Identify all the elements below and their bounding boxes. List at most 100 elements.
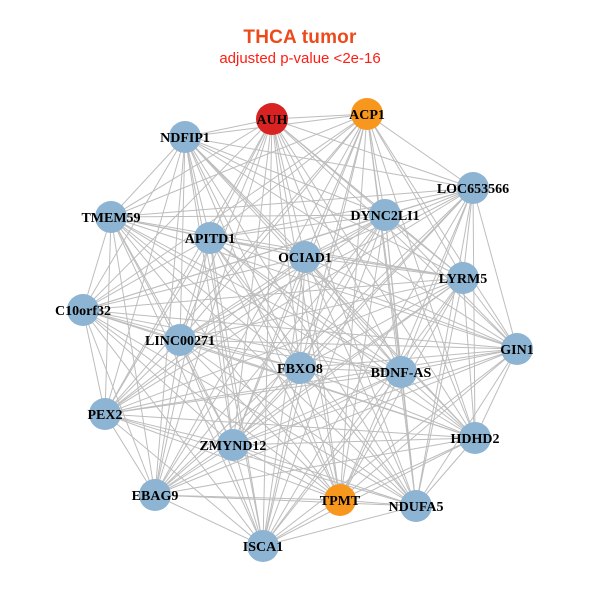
edge-TMEM59-EBAG9 xyxy=(110,216,156,496)
edge-LINC00271-GIN1 xyxy=(179,339,518,350)
node-FBXO8 xyxy=(284,352,316,384)
node-label-PEX2: PEX2 xyxy=(88,408,123,423)
edge-LOC653566-ZMYND12 xyxy=(232,187,474,446)
edge-TMEM59-HDHD2 xyxy=(110,216,476,439)
edge-GIN1-BDNF-AS xyxy=(400,348,518,373)
edge-BDNF-AS-ISCA1 xyxy=(262,371,402,547)
edge-ACP1-GIN1 xyxy=(366,113,518,350)
edge-LOC653566-TMEM59 xyxy=(110,187,474,218)
edge-APITD1-PEX2 xyxy=(104,237,211,415)
edge-ACP1-APITD1 xyxy=(209,113,368,239)
edge-ACP1-DYNC2LI1 xyxy=(366,113,386,216)
edge-FBXO8-NDUFA5 xyxy=(299,367,417,507)
edge-AUH-PEX2 xyxy=(104,118,273,415)
edge-ZMYND12-TPMT xyxy=(232,444,341,501)
edge-APITD1-GIN1 xyxy=(209,237,518,350)
edges xyxy=(82,113,518,547)
edge-ACP1-PEX2 xyxy=(104,113,368,415)
edge-OCIAD1-TPMT xyxy=(304,256,341,501)
edge-NDFIP1-LINC00271 xyxy=(179,136,186,341)
edge-GIN1-EBAG9 xyxy=(154,348,518,496)
edge-EBAG9-NDUFA5 xyxy=(154,494,417,507)
edge-ACP1-OCIAD1 xyxy=(304,113,368,258)
node-label-FBXO8: FBXO8 xyxy=(277,362,323,377)
edge-AUH-LINC00271 xyxy=(179,118,273,341)
edge-LOC653566-HDHD2 xyxy=(472,187,476,439)
edge-AUH-OCIAD1 xyxy=(271,118,306,258)
edge-NDFIP1-OCIAD1 xyxy=(184,136,306,258)
edge-NDFIP1-TMEM59 xyxy=(110,136,186,218)
edge-LINC00271-HDHD2 xyxy=(179,339,476,439)
edge-FBXO8-ISCA1 xyxy=(262,367,301,547)
edge-TMEM59-GIN1 xyxy=(110,216,518,350)
node-label-TPMT: TPMT xyxy=(320,494,361,509)
edge-GIN1-TPMT xyxy=(339,348,518,501)
edge-OCIAD1-GIN1 xyxy=(304,256,518,350)
edge-ZMYND12-ISCA1 xyxy=(232,444,264,547)
edge-OCIAD1-PEX2 xyxy=(104,256,306,415)
edge-LOC653566-APITD1 xyxy=(209,187,474,239)
edge-AUH-EBAG9 xyxy=(154,118,273,496)
edge-TMEM59-C10orf32 xyxy=(82,216,112,311)
edge-ACP1-FBXO8 xyxy=(299,113,368,369)
node-label-LINC00271: LINC00271 xyxy=(145,334,215,349)
edge-HDHD2-ISCA1 xyxy=(262,437,476,547)
edge-OCIAD1-LINC00271 xyxy=(179,256,306,341)
edge-DYNC2LI1-EBAG9 xyxy=(154,214,386,496)
node-label-ZMYND12: ZMYND12 xyxy=(200,439,267,454)
plot-title: THCA tumor xyxy=(243,27,357,48)
edge-AUH-LYRM5 xyxy=(271,118,464,279)
edge-C10orf32-ZMYND12 xyxy=(82,309,234,446)
node-label-APITD1: APITD1 xyxy=(185,232,236,247)
node-ACP1 xyxy=(351,98,383,130)
edge-OCIAD1-BDNF-AS xyxy=(304,256,402,373)
node-label-NDUFA5: NDUFA5 xyxy=(389,500,444,515)
edge-APITD1-LINC00271 xyxy=(179,237,211,341)
node-GIN1 xyxy=(501,333,533,365)
edge-OCIAD1-HDHD2 xyxy=(304,256,476,439)
edge-OCIAD1-NDUFA5 xyxy=(304,256,417,507)
edge-LYRM5-LINC00271 xyxy=(179,277,464,341)
node-label-GIN1: GIN1 xyxy=(500,343,533,358)
edge-APITD1-TPMT xyxy=(209,237,341,501)
edge-APITD1-FBXO8 xyxy=(209,237,301,369)
edge-AUH-APITD1 xyxy=(209,118,273,239)
edge-NDFIP1-APITD1 xyxy=(184,136,211,239)
edge-NDUFA5-ISCA1 xyxy=(262,505,417,547)
edge-LOC653566-GIN1 xyxy=(472,187,518,350)
edge-LYRM5-NDUFA5 xyxy=(415,277,464,507)
edge-ACP1-LOC653566 xyxy=(366,113,474,189)
edge-LYRM5-EBAG9 xyxy=(154,277,464,496)
edge-APITD1-LYRM5 xyxy=(209,237,464,279)
edge-LINC00271-FBXO8 xyxy=(179,339,301,369)
node-OCIAD1 xyxy=(289,241,321,273)
edge-LYRM5-PEX2 xyxy=(104,277,464,415)
node-BDNF-AS xyxy=(385,356,417,388)
node-TPMT xyxy=(324,484,356,516)
node-label-DYNC2LI1: DYNC2LI1 xyxy=(350,209,419,224)
node-label-NDFIP1: NDFIP1 xyxy=(160,131,210,146)
node-TMEM59 xyxy=(95,201,127,233)
edge-OCIAD1-ISCA1 xyxy=(262,256,306,547)
edge-NDFIP1-C10orf32 xyxy=(82,136,186,311)
node-NDFIP1 xyxy=(169,121,201,153)
edge-GIN1-HDHD2 xyxy=(474,348,518,439)
edge-FBXO8-ZMYND12 xyxy=(232,367,301,446)
edge-GIN1-ZMYND12 xyxy=(232,348,518,446)
edge-LOC653566-EBAG9 xyxy=(154,187,474,496)
edge-LOC653566-LINC00271 xyxy=(179,187,474,341)
edge-TMEM59-LYRM5 xyxy=(110,216,464,279)
edge-NDFIP1-LYRM5 xyxy=(184,136,464,279)
edge-LINC00271-ZMYND12 xyxy=(179,339,234,446)
edge-BDNF-AS-NDUFA5 xyxy=(400,371,417,507)
edge-AUH-ZMYND12 xyxy=(232,118,273,446)
edge-APITD1-HDHD2 xyxy=(209,237,476,439)
edge-GIN1-ISCA1 xyxy=(262,348,518,547)
edge-C10orf32-PEX2 xyxy=(82,309,106,415)
edge-C10orf32-TPMT xyxy=(82,309,341,501)
node-label-AUH: AUH xyxy=(256,113,287,128)
node-AUH xyxy=(256,103,288,135)
node-DYNC2LI1 xyxy=(369,199,401,231)
edge-C10orf32-NDUFA5 xyxy=(82,309,417,507)
edge-C10orf32-ISCA1 xyxy=(82,309,264,547)
